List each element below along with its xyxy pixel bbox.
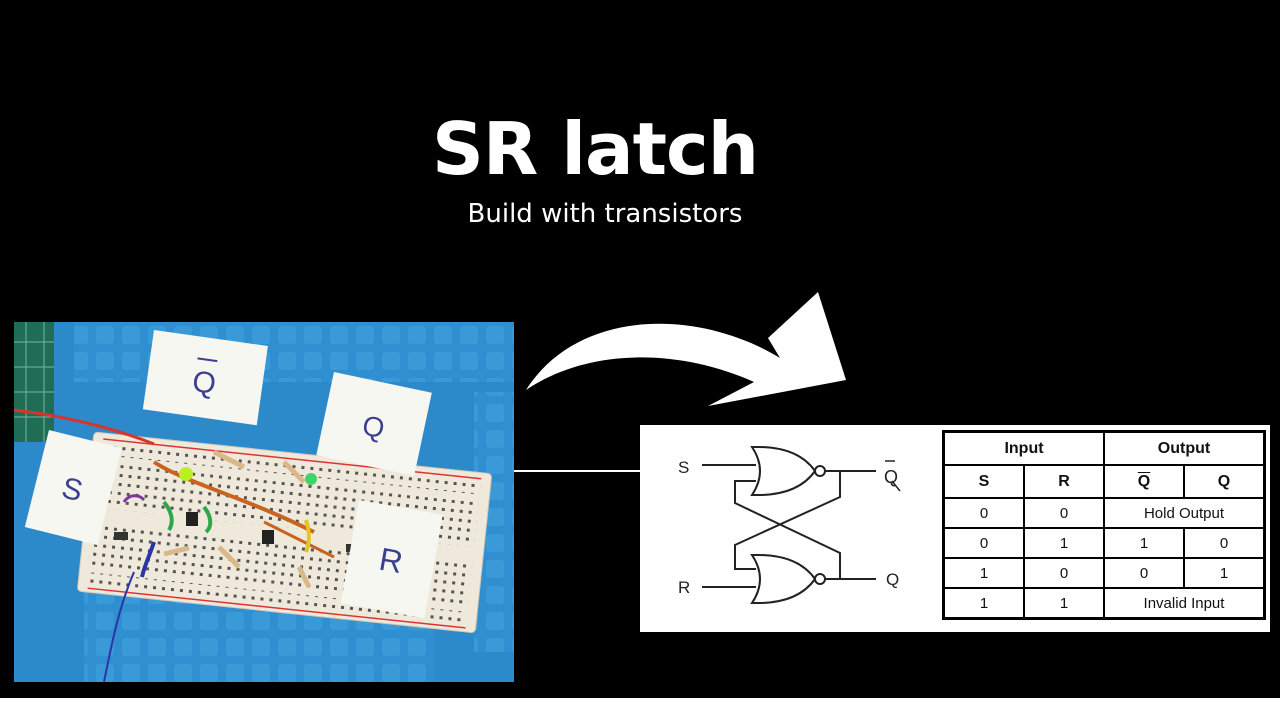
cell-qbar: 1 — [1103, 527, 1185, 559]
col-header-qbar: Q — [1103, 464, 1185, 499]
cell-s: 1 — [942, 557, 1025, 589]
nor-latch-schematic: S R Q Q — [678, 446, 901, 604]
connector-line — [514, 470, 641, 472]
cell-r: 0 — [1023, 557, 1105, 589]
title: SR latch — [432, 107, 759, 191]
cell-qbar: 0 — [1103, 557, 1185, 589]
cell-s: 0 — [942, 497, 1025, 529]
latch-diagram-panel: S R Q Q Input Output S R Q Q 0 0 Hold Ou… — [640, 425, 1270, 632]
input-r-label: R — [678, 578, 690, 597]
output-q-label: Q — [886, 570, 899, 589]
table-row: 0 1 1 0 — [942, 527, 1266, 559]
cell-r: 1 — [1023, 587, 1105, 620]
card-qbar-label: Q — [190, 365, 218, 401]
cell-q: 0 — [1183, 527, 1266, 559]
cell-output: Hold Output — [1103, 497, 1266, 529]
input-s-label: S — [678, 458, 689, 477]
col-header-r: R — [1023, 464, 1105, 499]
cell-s: 0 — [942, 527, 1025, 559]
cell-s: 1 — [942, 587, 1025, 620]
cell-output: Invalid Input — [1103, 587, 1266, 620]
table-row: 1 1 Invalid Input — [942, 587, 1266, 620]
col-header-q: Q — [1183, 464, 1266, 499]
input-group-header: Input — [942, 430, 1105, 466]
cell-r: 0 — [1023, 497, 1105, 529]
output-group-header: Output — [1103, 430, 1266, 466]
output-qbar-label: Q — [884, 467, 898, 487]
subtitle: Build with transistors — [467, 199, 743, 229]
cell-r: 1 — [1023, 527, 1105, 559]
curved-arrow-icon — [518, 288, 858, 417]
breadboard-photo: Q Q S R — [14, 322, 514, 682]
truth-table: Input Output S R Q Q 0 0 Hold Output 0 1… — [942, 430, 1266, 620]
col-header-s: S — [942, 464, 1025, 499]
bottom-bar — [0, 698, 1280, 720]
cell-q: 1 — [1183, 557, 1266, 589]
table-row: 0 0 Hold Output — [942, 497, 1266, 529]
table-row: 1 0 0 1 — [942, 557, 1266, 589]
